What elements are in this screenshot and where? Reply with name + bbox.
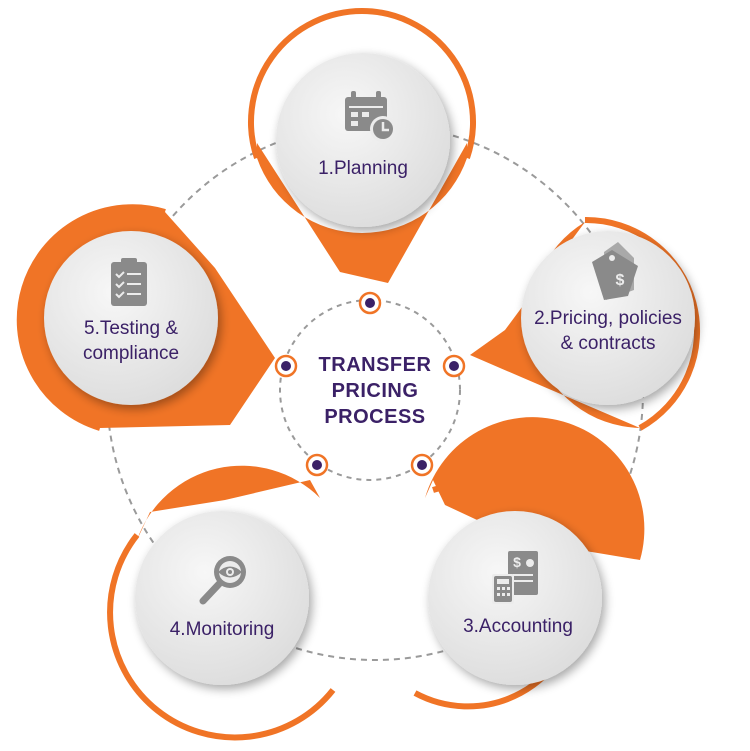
connector-dot-right <box>442 354 466 378</box>
step-planning-wedge <box>257 143 467 283</box>
step-pricing-node: $ <box>470 216 701 431</box>
step-accounting-wedge <box>425 417 645 560</box>
invoice-calculator-icon: $ <box>492 551 538 604</box>
step-testing-circle <box>44 231 218 405</box>
step-testing-node <box>16 204 275 431</box>
svg-text:$: $ <box>616 272 625 289</box>
magnifier-eye-icon <box>199 556 246 605</box>
step-monitoring-node <box>107 465 336 741</box>
center-title: TRANSFER PRICING PROCESS <box>295 352 455 430</box>
step-planning-circle <box>276 53 450 227</box>
step-planning-node <box>248 8 476 283</box>
step-testing-label: 5.Testing & compliance <box>82 318 180 364</box>
step-monitoring-circle <box>135 511 309 685</box>
step-monitoring-label: 4.Monitoring <box>169 619 275 640</box>
step-pricing-circle <box>521 231 695 405</box>
connector-dot-bottom-right <box>410 453 434 477</box>
step-planning-label: 1.Planning <box>318 158 408 179</box>
center-title-line: TRANSFER <box>318 354 432 376</box>
calendar-clock-icon <box>345 91 396 142</box>
connector-dot-left <box>274 354 298 378</box>
step-pricing-label: 2.Pricing, policies & contracts <box>534 308 682 354</box>
connector-dot-top <box>358 291 382 315</box>
step-monitoring-ring <box>107 533 336 741</box>
checklist-clipboard-icon <box>111 258 147 306</box>
step-planning-ring <box>248 8 476 159</box>
center-title-line: PRICING <box>331 380 419 402</box>
step-accounting-label: 3.Accounting <box>463 616 573 637</box>
step-monitoring-wedge <box>137 465 320 540</box>
center-title-line: PROCESS <box>324 406 426 428</box>
svg-text:$: $ <box>513 554 521 570</box>
price-tags-icon: $ <box>592 242 638 300</box>
step-accounting-circle <box>428 511 602 685</box>
step-accounting-node: $ <box>413 417 645 710</box>
connector-dot-bottom-left <box>305 453 329 477</box>
